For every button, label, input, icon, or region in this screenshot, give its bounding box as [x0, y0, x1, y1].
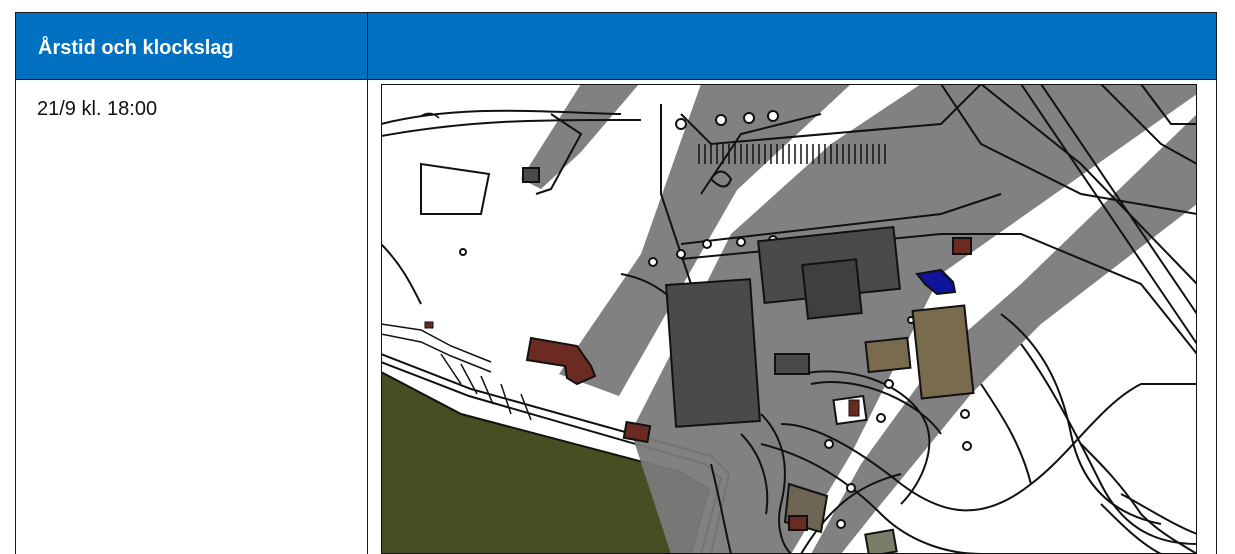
building — [915, 268, 957, 296]
building — [864, 528, 898, 554]
building — [774, 353, 810, 375]
row-time-label: 21/9 kl. 18:00 — [37, 98, 158, 120]
building — [665, 278, 761, 428]
building — [864, 336, 912, 374]
building — [848, 399, 860, 417]
building — [911, 304, 975, 400]
building — [801, 258, 863, 320]
building — [525, 336, 597, 386]
shadow-study-site-plan — [381, 84, 1197, 554]
header-label-season-time: Årstid och klockslag — [38, 37, 234, 59]
building — [788, 515, 808, 531]
building — [522, 167, 540, 183]
header-cell-season-time: Årstid och klockslag — [15, 12, 367, 80]
shadow-band — [811, 114, 1197, 554]
row-time-cell: 21/9 kl. 18:00 — [15, 80, 368, 554]
header-cell-image — [367, 12, 1217, 80]
building — [622, 420, 652, 444]
building — [952, 237, 972, 255]
